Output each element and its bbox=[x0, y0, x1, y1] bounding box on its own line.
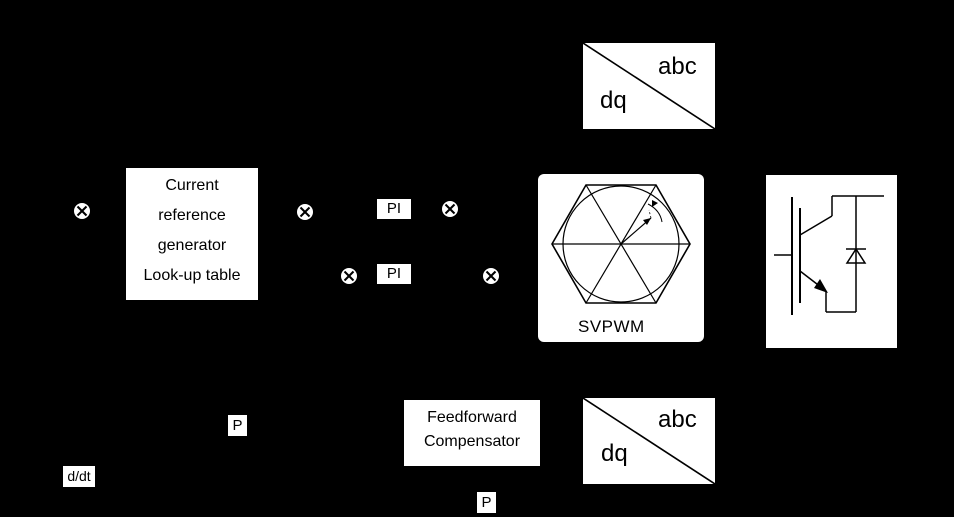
summing-junction-1 bbox=[74, 203, 90, 219]
space-vector-hexagon-icon bbox=[551, 184, 691, 304]
current-ref-line-3: generator bbox=[157, 237, 227, 254]
derivative-block: d/dt bbox=[63, 466, 95, 487]
transform-bottom-abc: abc bbox=[658, 406, 697, 433]
inverter-block bbox=[766, 175, 897, 348]
feedforward-line-1: Feedforward bbox=[427, 409, 517, 426]
igbt-diode-icon bbox=[774, 195, 884, 315]
svpwm-label: SVPWM bbox=[578, 317, 645, 336]
transform-diagonal-bottom bbox=[583, 398, 715, 484]
current-ref-line-2: reference bbox=[158, 207, 226, 224]
summing-junction-2 bbox=[297, 204, 313, 220]
p-gain-left: P bbox=[228, 415, 247, 436]
transform-diagonal-top bbox=[583, 43, 715, 129]
summing-junction-5 bbox=[483, 268, 499, 284]
pi-controller-d: PI bbox=[377, 199, 411, 219]
summing-junction-4 bbox=[341, 268, 357, 284]
current-ref-line-1: Current bbox=[165, 177, 219, 194]
dq-abc-transform-bottom: abc dq bbox=[583, 398, 715, 484]
svpwm-block: SVPWM bbox=[538, 174, 704, 342]
feedforward-compensator-block: Feedforward Compensator bbox=[404, 400, 540, 466]
transform-bottom-dq: dq bbox=[601, 440, 628, 467]
p-gain-bottom: P bbox=[477, 492, 496, 513]
transform-top-dq: dq bbox=[600, 87, 627, 114]
current-ref-line-4: Look-up table bbox=[143, 267, 241, 284]
transform-top-abc: abc bbox=[658, 53, 697, 80]
dq-abc-transform-top: abc dq bbox=[583, 43, 715, 129]
feedforward-line-2: Compensator bbox=[423, 433, 521, 450]
summing-junction-3 bbox=[442, 201, 458, 217]
pi-controller-q: PI bbox=[377, 264, 411, 284]
current-reference-generator-block: Current reference generator Look-up tabl… bbox=[126, 168, 258, 300]
